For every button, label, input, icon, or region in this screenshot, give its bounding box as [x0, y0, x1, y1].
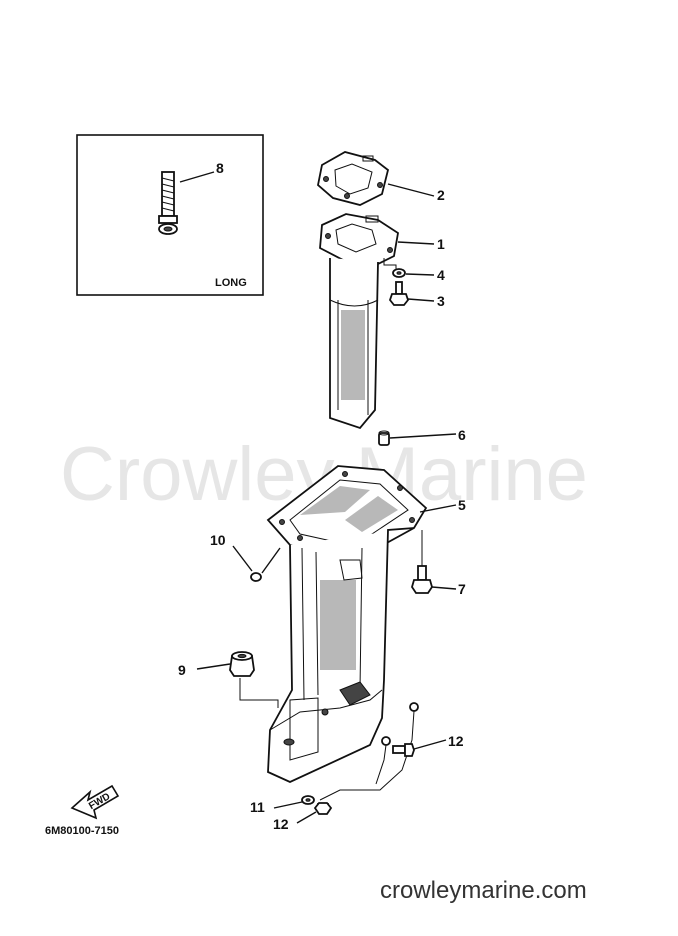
ground-lead [319, 702, 419, 801]
callout-11: 11 [250, 799, 265, 815]
upper-casing-part-5 [266, 465, 428, 783]
gasket-part-2 [317, 151, 390, 206]
bolt-part-3 [388, 281, 410, 306]
forward-arrow-icon: FWD [70, 784, 120, 820]
leader-2 [387, 183, 435, 197]
leader-11 [273, 801, 303, 809]
dowel-pin-part-6 [378, 430, 390, 446]
washer-part-11 [301, 795, 315, 805]
callout-9: 9 [178, 662, 186, 678]
leader-9 [196, 663, 231, 670]
grommet-part-9 [229, 651, 255, 677]
leader-1 [397, 241, 435, 245]
callout-12-upper: 12 [448, 733, 464, 749]
callout-2: 2 [437, 187, 445, 203]
callout-12-lower: 12 [273, 816, 289, 832]
callout-7: 7 [458, 581, 466, 597]
plug-part-10 [250, 572, 262, 582]
bolt-part-12-upper [392, 743, 415, 757]
leader-10 [232, 545, 253, 572]
callout-6: 6 [458, 427, 466, 443]
callout-3: 3 [437, 293, 445, 309]
website-url: crowleymarine.com [380, 877, 587, 904]
callout-1: 1 [437, 236, 445, 252]
diagram-code: 6M80100-7150 [45, 825, 119, 837]
callout-4: 4 [437, 267, 445, 283]
leader-7 [431, 586, 457, 590]
leader-5 [419, 504, 457, 513]
leader-3 [407, 298, 435, 302]
stud-long-part-8 [158, 171, 178, 235]
callout-10: 10 [210, 532, 226, 548]
bolt-part-7 [411, 565, 433, 594]
washer-part-4 [392, 268, 406, 278]
exhaust-guide-part-1 [319, 213, 399, 430]
inset-box: 8 LONG [76, 134, 264, 296]
inset-long-label: LONG [215, 277, 247, 289]
leader-4 [405, 273, 435, 276]
leader-12-lower [296, 811, 317, 824]
callout-5: 5 [458, 497, 466, 513]
callout-8: 8 [216, 160, 224, 176]
leader-8 [179, 171, 215, 183]
leader-6 [389, 433, 457, 439]
leader-12-upper [413, 739, 447, 750]
fwd-label: FWD [87, 791, 112, 812]
bolt-part-12-lower [313, 802, 333, 815]
